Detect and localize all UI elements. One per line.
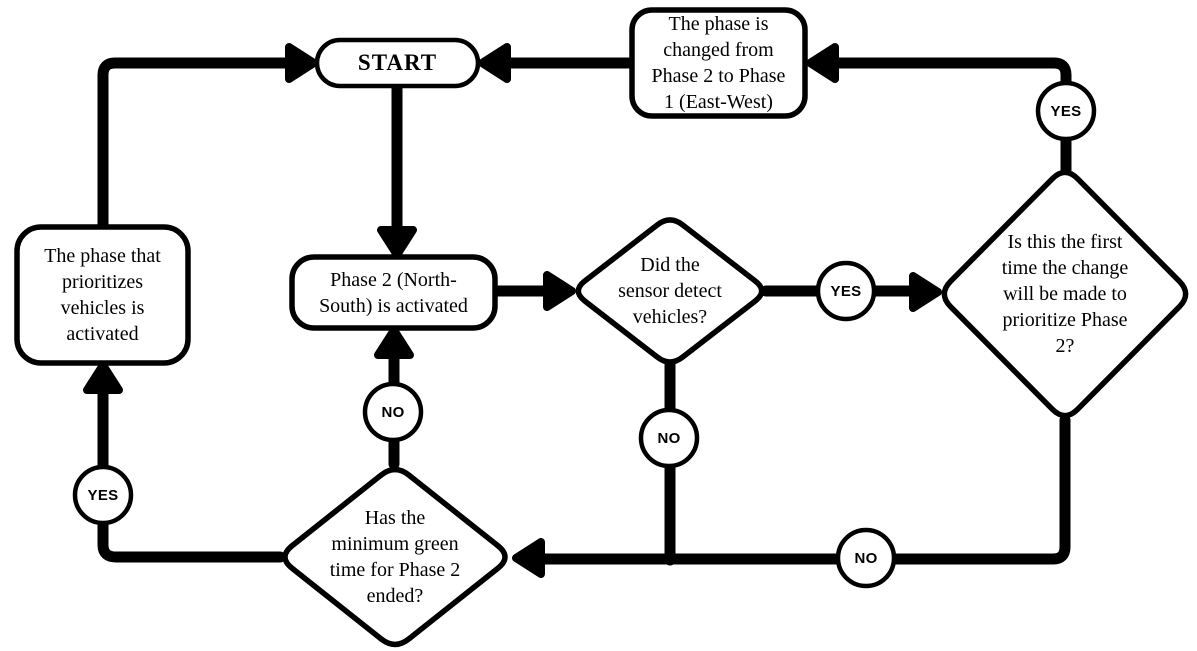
arrowhead-into-priority (83, 361, 123, 394)
no-label-bottom-right: NO (854, 549, 878, 567)
no-label-left: NO (381, 403, 405, 421)
arrowhead-into-phase2-bottom (374, 326, 414, 359)
start-node-label: START (357, 50, 438, 75)
no-circle-left (362, 381, 424, 443)
arrowhead-into-phase2-top (377, 226, 417, 259)
no-circle-middle (638, 407, 700, 469)
no-circle-bottom-right (835, 527, 897, 589)
phase-change-node-shape (629, 7, 808, 119)
min-green-decision-shape (282, 466, 508, 648)
phase-change-node-label: The phase is changed from Phase 2 to Pha… (651, 13, 786, 113)
priority-phase-node-label: The phase that prioritizes vehicles is a… (44, 245, 161, 345)
priority-phase-node-shape (14, 224, 191, 366)
no-label-middle: NO (657, 429, 681, 447)
connector-mingreen-yes-to-priority (97, 385, 286, 563)
yes-circle-left (72, 464, 134, 526)
first-change-decision-label: Is this the first time the change will b… (1001, 231, 1129, 357)
first-change-decision-shape (941, 169, 1189, 419)
sensor-detect-decision-shape (575, 217, 765, 365)
start-node-shape (314, 37, 481, 89)
node-shapes (14, 7, 1189, 648)
arrowhead-into-mingreen (512, 538, 545, 578)
connector-firstchange-yes-to-phasechange (830, 57, 1072, 176)
connector-firstchange-no-to-mingreen (537, 414, 1071, 565)
yes-circle-top-right (1035, 80, 1097, 142)
arrowhead-into-start-left (285, 43, 318, 83)
min-green-decision-label: Has the minimum green time for Phase 2 e… (329, 507, 461, 607)
yes-label-middle: YES (830, 282, 862, 300)
yes-label-left: YES (87, 486, 119, 504)
connector-priority-to-start (97, 57, 294, 232)
arrowhead-into-firstchange (909, 272, 942, 312)
sensor-detect-decision-label: Did the sensor detect vehicles? (618, 254, 722, 328)
phase2-active-node-label: Phase 2 (North- South) is activated (319, 268, 468, 317)
yes-circle-middle (815, 260, 877, 322)
phase2-active-node-shape (289, 254, 498, 331)
arrowhead-into-phasechange (806, 43, 839, 83)
arrowhead-into-start-right (478, 43, 511, 83)
arrowhead-into-sensor (543, 271, 576, 311)
arrowheads (83, 43, 942, 578)
connector-lines (97, 57, 1072, 566)
yes-label-top-right: YES (1050, 102, 1082, 120)
branch-circles (72, 80, 1097, 589)
